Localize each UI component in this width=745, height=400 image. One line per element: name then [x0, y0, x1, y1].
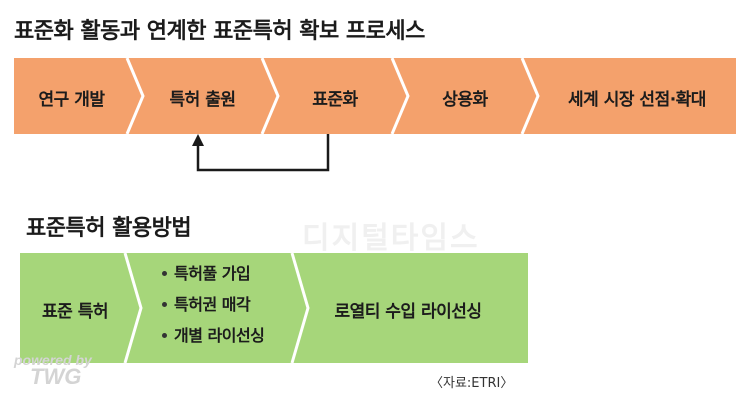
usage-method-item: 특허권 매각 [150, 289, 300, 320]
step-label-standardization: 표준화 [312, 90, 358, 110]
feedback-arrow-line [196, 134, 330, 172]
usage-divider [123, 252, 143, 364]
feedback-arrow-head [192, 134, 204, 146]
step-shape-research [14, 58, 143, 134]
source-note: 〈자료:ETRI〉 [430, 376, 514, 391]
step-label-patent-filing: 특허 출원 [169, 90, 236, 110]
usage-title: 표준특허 활용방법 [26, 216, 192, 241]
usage-method-label: 특허권 매각 [174, 295, 251, 314]
step-label-global-market: 세계 시장 선점·확대 [568, 90, 706, 110]
usage-label-result: 로열티 수입 라이선싱 [334, 302, 482, 322]
step-label-research: 연구 개발 [38, 90, 105, 110]
usage-method-item: 특허풀 가입 [150, 258, 300, 289]
usage-shape-result [292, 253, 528, 363]
usage-label-start: 표준 특허 [42, 302, 108, 322]
usage-methods-list: 특허풀 가입 특허권 매각 개별 라이선싱 [150, 258, 300, 351]
step-shape-commercialization [392, 58, 538, 134]
credit-line1: powered by [14, 352, 92, 368]
credit-line2: TWG [30, 364, 82, 389]
usage-method-label: 개별 라이선싱 [174, 326, 265, 345]
step-divider [125, 57, 145, 135]
credit-logo: powered by TWG [14, 352, 104, 390]
usage-method-item: 개별 라이선싱 [150, 320, 300, 351]
step-shape-patent-filing [127, 58, 278, 134]
step-label-commercialization: 상용화 [442, 90, 488, 110]
watermark: 디지털타임스 [302, 221, 480, 256]
usage-shape-methods [125, 253, 308, 363]
bullet-icon [162, 270, 167, 276]
step-shape-standardization [262, 58, 408, 134]
step-divider [260, 57, 280, 135]
bullet-icon [162, 301, 167, 307]
usage-divider [290, 252, 310, 364]
step-divider [390, 57, 410, 135]
bullet-icon [162, 332, 167, 338]
step-divider [520, 57, 540, 135]
usage-shape-start [20, 253, 141, 363]
usage-method-label: 특허풀 가입 [174, 264, 251, 283]
process-title: 표준화 활동과 연계한 표준특허 확보 프로세스 [14, 19, 425, 44]
step-shape-global-market [522, 58, 736, 134]
